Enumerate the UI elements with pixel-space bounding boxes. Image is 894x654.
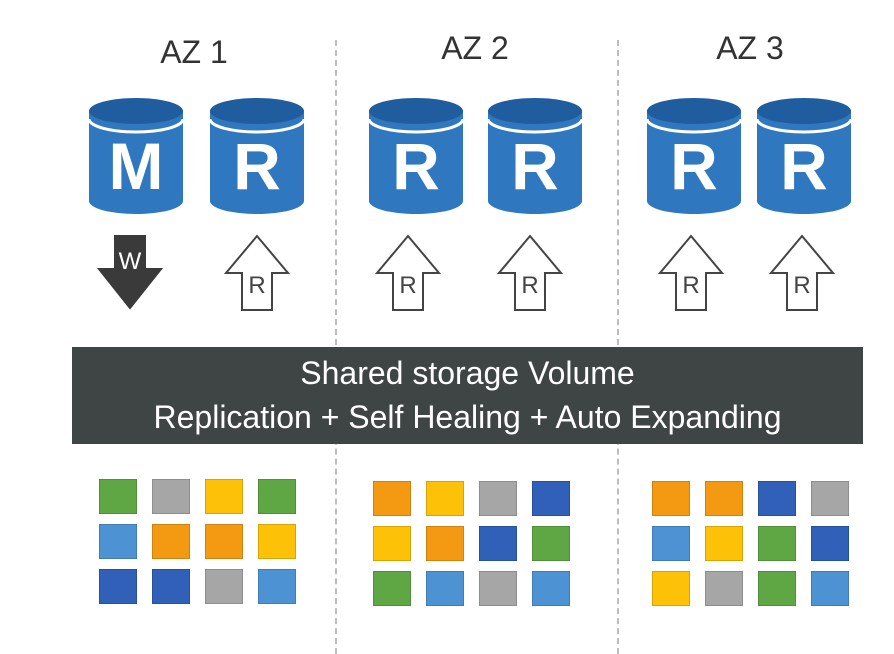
operation-letter: R (248, 272, 265, 299)
storage-block (373, 481, 411, 516)
storage-block (258, 524, 296, 559)
storage-title: Shared storage Volume (300, 355, 635, 391)
storage-block (426, 571, 464, 606)
storage-block (258, 569, 296, 604)
instance-letter: R (780, 129, 828, 203)
database-icon-replica: R (755, 98, 853, 214)
database-icon-replica: R (367, 98, 465, 214)
operation-letter: R (399, 272, 416, 299)
database-icon-replica: R (486, 98, 584, 214)
storage-block (479, 571, 517, 606)
storage-block (426, 481, 464, 516)
operation-letter: W (119, 248, 142, 275)
storage-block (205, 524, 243, 559)
storage-block (811, 526, 849, 561)
az-2-title: AZ 2 (441, 30, 509, 66)
instance-letter: M (109, 129, 164, 203)
storage-block (758, 481, 796, 516)
storage-block (758, 526, 796, 561)
shared-storage-banner: Shared storage Volume Replication + Self… (72, 347, 863, 444)
storage-block (373, 571, 411, 606)
storage-block (758, 571, 796, 606)
database-icon-replica: R (645, 98, 743, 214)
instance-letter: R (670, 129, 718, 203)
storage-block (705, 481, 743, 516)
instance-letter: R (233, 129, 281, 203)
storage-block (652, 526, 690, 561)
operation-letter: R (521, 272, 538, 299)
storage-block (652, 481, 690, 516)
storage-block (479, 526, 517, 561)
operation-letter: R (682, 272, 699, 299)
read-arrow-icon: R (223, 234, 291, 311)
instance-letter: R (511, 129, 559, 203)
storage-block (152, 524, 190, 559)
storage-block (426, 526, 464, 561)
storage-block (99, 524, 137, 559)
storage-block (205, 479, 243, 514)
storage-block (532, 526, 570, 561)
read-arrow-icon: R (374, 234, 442, 311)
storage-block (258, 479, 296, 514)
read-arrow-icon: R (496, 234, 564, 311)
az-1-title: AZ 1 (160, 34, 228, 70)
storage-block (705, 571, 743, 606)
storage-block (532, 571, 570, 606)
storage-features: Replication + Self Healing + Auto Expand… (153, 399, 782, 435)
storage-block (705, 526, 743, 561)
instance-letter: R (392, 129, 440, 203)
storage-block (205, 569, 243, 604)
storage-block (479, 481, 517, 516)
storage-block (152, 479, 190, 514)
storage-block (373, 526, 411, 561)
az-3-title: AZ 3 (716, 30, 784, 66)
read-arrow-icon: R (768, 234, 836, 311)
storage-block (99, 569, 137, 604)
storage-block (811, 481, 849, 516)
read-arrow-icon: R (657, 234, 725, 311)
database-icon-replica: R (208, 98, 306, 214)
database-icon-master: M (87, 98, 185, 214)
storage-block (811, 571, 849, 606)
storage-block (99, 479, 137, 514)
storage-block (152, 569, 190, 604)
write-arrow-icon: W (96, 235, 164, 310)
operation-letter: R (793, 272, 810, 299)
storage-block (652, 571, 690, 606)
storage-block (532, 481, 570, 516)
